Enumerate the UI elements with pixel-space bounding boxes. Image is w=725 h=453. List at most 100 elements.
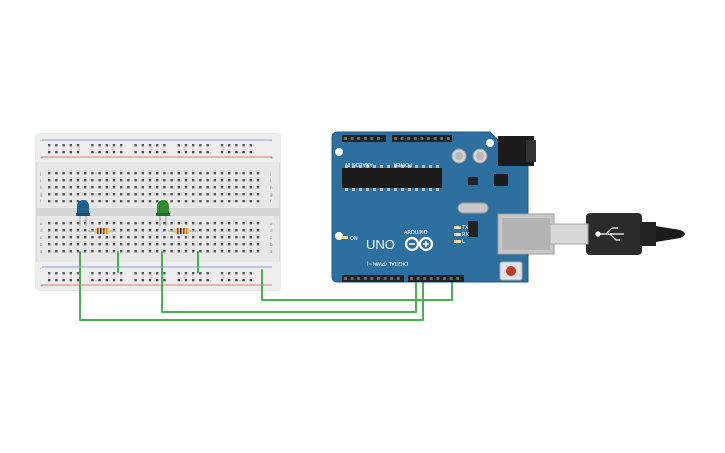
rail-hole[interactable] — [242, 279, 245, 282]
terminal-hole[interactable] — [69, 193, 72, 196]
terminal-hole[interactable] — [177, 179, 180, 182]
rail-hole[interactable] — [112, 279, 116, 282]
terminal-hole[interactable] — [48, 193, 51, 196]
terminal-hole[interactable] — [141, 179, 144, 182]
terminal-hole[interactable] — [84, 179, 87, 182]
terminal-hole[interactable] — [134, 200, 137, 203]
terminal-hole[interactable] — [120, 236, 123, 239]
rail-hole[interactable] — [134, 144, 137, 147]
terminal-hole[interactable] — [127, 179, 130, 182]
terminal-hole[interactable] — [156, 172, 159, 175]
terminal-hole[interactable] — [235, 236, 238, 239]
terminal-hole[interactable] — [213, 250, 216, 253]
rail-hole[interactable] — [105, 272, 108, 275]
terminal-hole[interactable] — [156, 193, 159, 196]
rail-hole[interactable] — [177, 279, 180, 282]
terminal-hole[interactable] — [163, 172, 166, 175]
terminal-hole[interactable] — [170, 186, 173, 189]
rail-hole[interactable] — [105, 279, 108, 282]
terminal-hole[interactable] — [141, 236, 144, 239]
terminal-hole[interactable] — [84, 243, 87, 246]
terminal-hole[interactable] — [69, 186, 72, 189]
rail-hole[interactable] — [148, 279, 152, 282]
terminal-hole[interactable] — [192, 243, 195, 246]
header-pin[interactable] — [394, 137, 397, 140]
terminal-hole[interactable] — [235, 243, 238, 246]
terminal-hole[interactable] — [148, 229, 152, 232]
rail-hole[interactable] — [199, 279, 202, 282]
rail-hole[interactable] — [242, 272, 245, 275]
terminal-hole[interactable] — [55, 236, 58, 239]
terminal-hole[interactable] — [256, 200, 260, 203]
terminal-hole[interactable] — [84, 193, 87, 196]
terminal-hole[interactable] — [134, 222, 137, 225]
terminal-hole[interactable] — [170, 172, 173, 175]
rail-hole[interactable] — [76, 279, 80, 282]
rail-hole[interactable] — [120, 272, 123, 275]
terminal-hole[interactable] — [76, 243, 80, 246]
terminal-hole[interactable] — [91, 243, 94, 246]
terminal-hole[interactable] — [163, 179, 166, 182]
terminal-hole[interactable] — [249, 200, 252, 203]
rail-hole[interactable] — [91, 144, 94, 147]
rail-hole[interactable] — [98, 151, 101, 154]
terminal-hole[interactable] — [199, 186, 202, 189]
rail-hole[interactable] — [141, 144, 144, 147]
rail-hole[interactable] — [184, 144, 188, 147]
terminal-hole[interactable] — [192, 186, 195, 189]
header-pin[interactable] — [363, 137, 367, 140]
terminal-hole[interactable] — [184, 222, 188, 225]
terminal-hole[interactable] — [55, 243, 58, 246]
rail-hole[interactable] — [220, 272, 224, 275]
terminal-hole[interactable] — [192, 236, 195, 239]
rail-hole[interactable] — [206, 279, 209, 282]
terminal-hole[interactable] — [105, 193, 108, 196]
terminal-hole[interactable] — [55, 186, 58, 189]
terminal-hole[interactable] — [184, 179, 188, 182]
terminal-hole[interactable] — [55, 179, 58, 182]
terminal-hole[interactable] — [84, 250, 87, 253]
terminal-hole[interactable] — [170, 200, 173, 203]
terminal-hole[interactable] — [98, 236, 101, 239]
rail-hole[interactable] — [228, 144, 231, 147]
terminal-hole[interactable] — [228, 243, 231, 246]
header-pin[interactable] — [407, 137, 411, 140]
terminal-hole[interactable] — [76, 222, 80, 225]
rail-hole[interactable] — [98, 272, 101, 275]
resistor-1[interactable] — [88, 228, 116, 234]
terminal-hole[interactable] — [156, 250, 159, 253]
terminal-hole[interactable] — [48, 250, 51, 253]
terminal-hole[interactable] — [220, 200, 224, 203]
terminal-hole[interactable] — [213, 243, 216, 246]
terminal-hole[interactable] — [242, 193, 245, 196]
rail-hole[interactable] — [134, 279, 137, 282]
rail-hole[interactable] — [184, 272, 188, 275]
terminal-hole[interactable] — [62, 193, 65, 196]
rail-hole[interactable] — [235, 151, 238, 154]
terminal-hole[interactable] — [256, 243, 260, 246]
rail-hole[interactable] — [156, 279, 159, 282]
terminal-hole[interactable] — [112, 186, 116, 189]
terminal-hole[interactable] — [55, 200, 58, 203]
terminal-hole[interactable] — [55, 250, 58, 253]
terminal-hole[interactable] — [134, 236, 137, 239]
terminal-hole[interactable] — [242, 172, 245, 175]
terminal-hole[interactable] — [177, 222, 180, 225]
terminal-hole[interactable] — [242, 200, 245, 203]
terminal-hole[interactable] — [199, 222, 202, 225]
arduino-uno-board[interactable]: ANALOG IN POWER DIGITAL (PWM~) ON TX RX … — [331, 131, 555, 283]
rail-hole[interactable] — [62, 272, 65, 275]
terminal-hole[interactable] — [220, 179, 224, 182]
rail-hole[interactable] — [249, 144, 252, 147]
terminal-hole[interactable] — [91, 236, 94, 239]
rail-hole[interactable] — [134, 151, 137, 154]
header-pin[interactable] — [446, 137, 450, 140]
terminal-hole[interactable] — [148, 200, 152, 203]
terminal-hole[interactable] — [62, 229, 65, 232]
terminal-hole[interactable] — [62, 200, 65, 203]
terminal-hole[interactable] — [120, 250, 123, 253]
terminal-hole[interactable] — [127, 229, 130, 232]
terminal-hole[interactable] — [177, 236, 180, 239]
terminal-hole[interactable] — [199, 243, 202, 246]
terminal-hole[interactable] — [177, 200, 180, 203]
